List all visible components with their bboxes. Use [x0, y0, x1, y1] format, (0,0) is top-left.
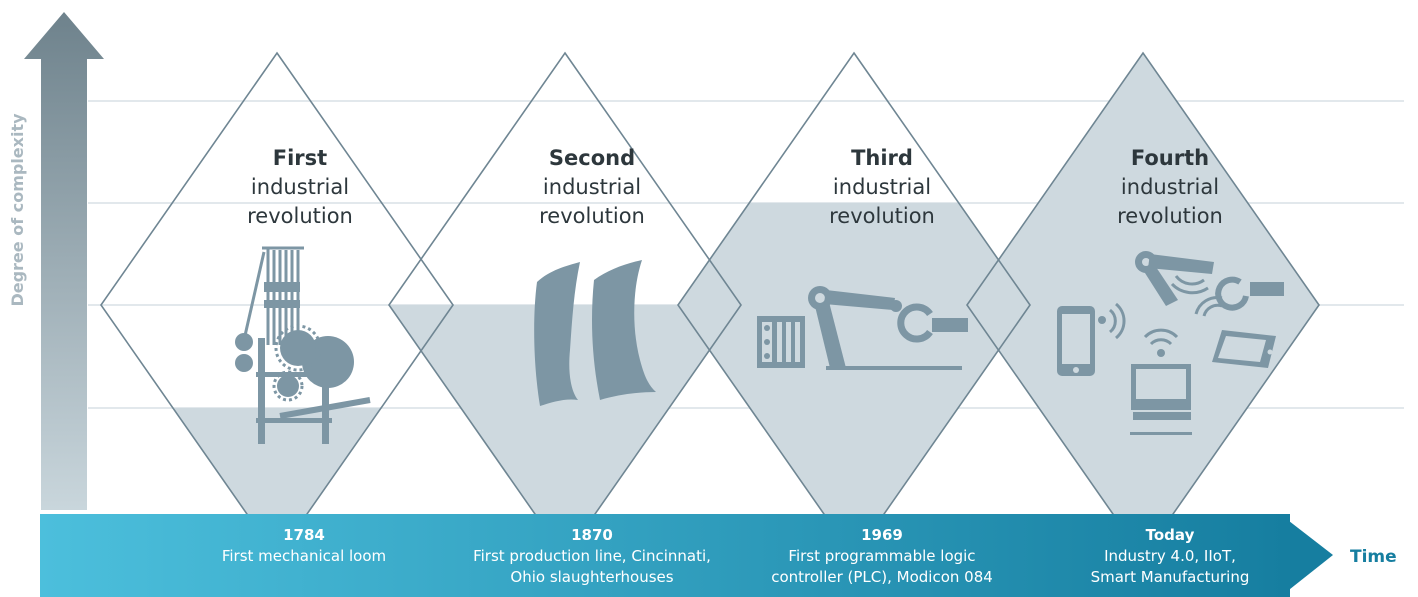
plc-robot-icon [757, 286, 968, 370]
timeline-entry-second: 1870 First production line, Cincinnati, … [473, 526, 711, 586]
timeline-desc-line1: Industry 4.0, IIoT, [1104, 547, 1236, 565]
y-axis-label: Degree of complexity [8, 113, 27, 307]
carcass-icon [534, 260, 656, 406]
timeline-desc-line2: Ohio slaughterhouses [510, 568, 673, 586]
revolution-line2: industrial [833, 175, 931, 199]
fill-level-fourth [967, 53, 1319, 557]
revolution-title-second: Second industrial revolution [539, 146, 645, 228]
revolution-line3: revolution [247, 204, 353, 228]
revolution-ordinal: Third [851, 146, 913, 170]
timeline-entry-third: 1969 First programmable logic controller… [771, 526, 993, 586]
timeline-year: 1870 [571, 526, 613, 544]
timeline-entry-first: 1784 First mechanical loom [222, 526, 386, 565]
revolution-line2: industrial [251, 175, 349, 199]
timeline-desc-line1: First mechanical loom [222, 547, 386, 565]
timeline-arrow-head [1280, 514, 1333, 597]
complexity-axis-arrow [24, 12, 104, 510]
timeline-desc-line2: Smart Manufacturing [1091, 568, 1250, 586]
revolution-line3: revolution [539, 204, 645, 228]
x-axis-label: Time [1350, 547, 1397, 567]
revolution-title-first: First industrial revolution [247, 146, 353, 228]
timeline-year: 1969 [861, 526, 903, 544]
revolution-title-fourth: Fourth industrial revolution [1117, 146, 1223, 228]
timeline-desc-line1: First production line, Cincinnati, [473, 547, 711, 565]
timeline-bar [40, 514, 1290, 597]
connected-devices-icon [1057, 251, 1284, 435]
revolution-line3: revolution [829, 204, 935, 228]
revolution-ordinal: First [273, 146, 327, 170]
timeline-year: Today [1146, 526, 1195, 544]
timeline-desc-line2: controller (PLC), Modicon 084 [771, 568, 993, 586]
revolution-ordinal: Second [549, 146, 635, 170]
revolution-title-third: Third industrial revolution [829, 146, 935, 228]
timeline-year: 1784 [283, 526, 325, 544]
loom-icon [235, 246, 371, 444]
revolution-ordinal: Fourth [1131, 146, 1209, 170]
revolution-line2: industrial [543, 175, 641, 199]
revolution-line2: industrial [1121, 175, 1219, 199]
timeline-entry-fourth: Today Industry 4.0, IIoT, Smart Manufact… [1091, 526, 1250, 586]
revolution-line3: revolution [1117, 204, 1223, 228]
timeline-desc-line1: First programmable logic [788, 547, 975, 565]
fill-level-third [678, 203, 1030, 557]
